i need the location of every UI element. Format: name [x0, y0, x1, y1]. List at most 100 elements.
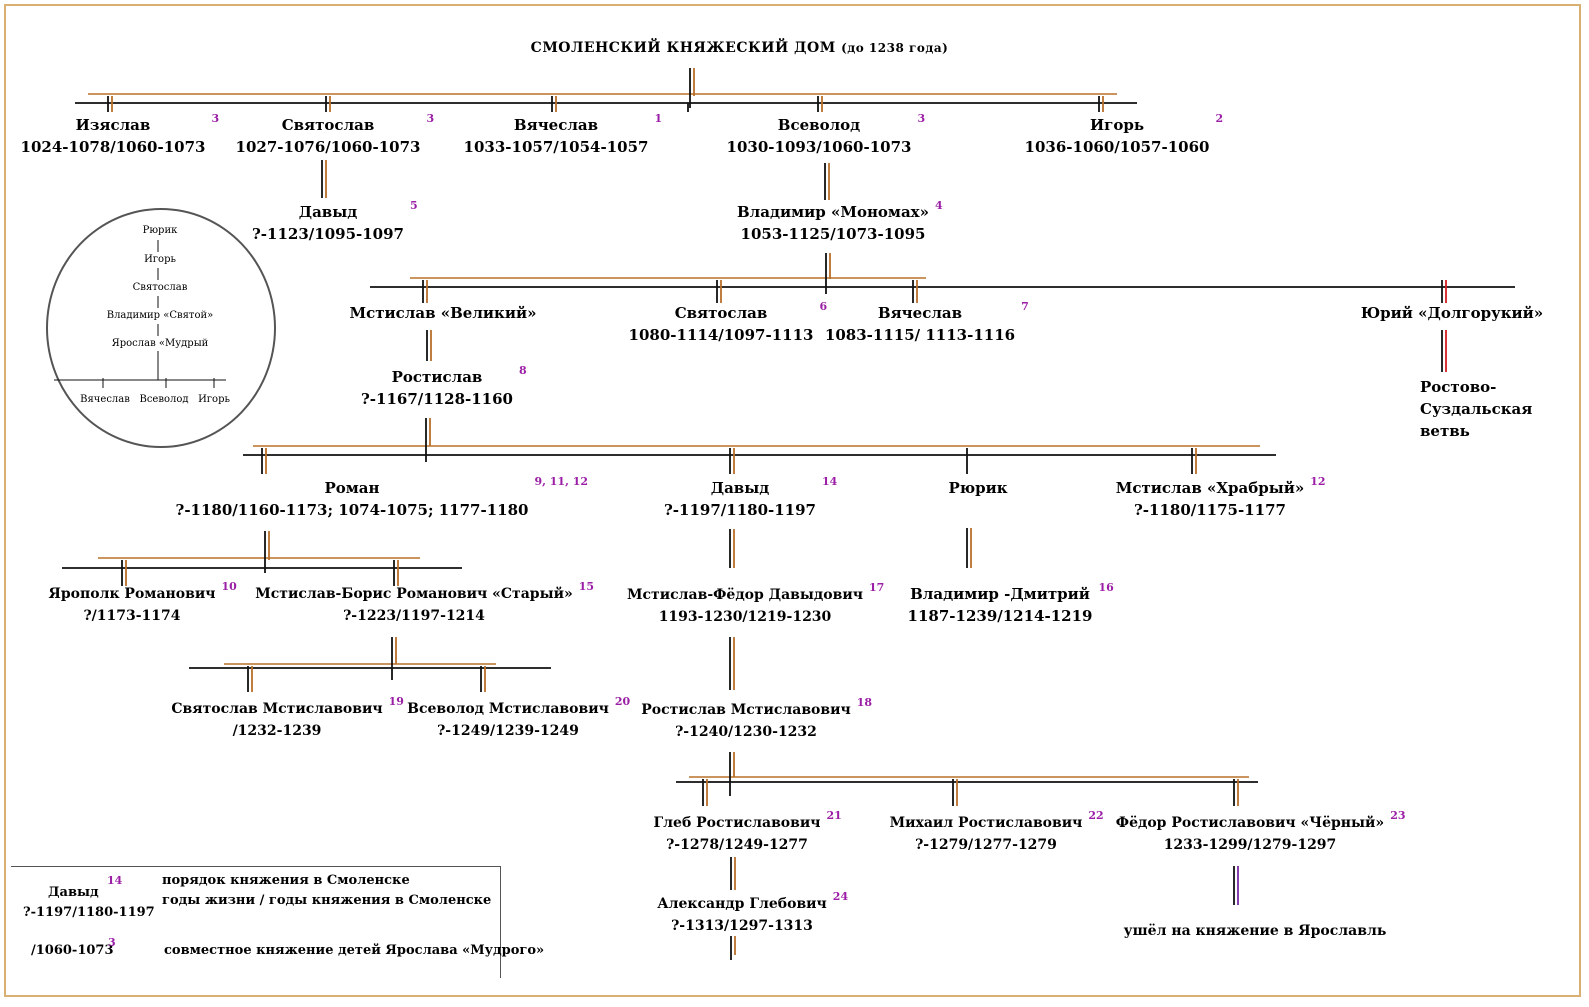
- node-name: Роман: [324, 479, 380, 497]
- reign-number: 24: [832, 890, 849, 903]
- node-dates: 1030-1093/1060-1073: [726, 138, 912, 156]
- node-dates: 1193-1230/1219-1230: [658, 609, 832, 625]
- node-name: Владимир «Мономах»: [737, 203, 929, 221]
- reign-number: 3: [426, 112, 435, 125]
- inset-ryurik: Рюрик: [142, 225, 178, 236]
- reign-number: 6: [819, 300, 828, 313]
- yaroslavl-note: ушёл на княжение в Ярославль: [1124, 919, 1387, 942]
- node-fedor: Фёдор Ростиславович «Чёрный»23 1233-1299…: [1115, 809, 1406, 856]
- legend-sample-name: Давыд: [48, 885, 99, 900]
- node-dates: ?-1197/1180-1197: [664, 501, 816, 519]
- node-name: Мстислав-Фёдор Давыдович: [627, 587, 863, 603]
- node-dates: 1187-1239/1214-1219: [907, 607, 1093, 625]
- node-mstislav-brave: Мстислав «Храбрый»12 ?-1180/1175-1177: [1115, 475, 1326, 521]
- node-dates: ?-1249/1239-1249: [437, 723, 579, 739]
- rostov-line-1: Ростово-: [1420, 378, 1497, 396]
- node-dates: 1033-1057/1054-1057: [463, 138, 649, 156]
- page-frame: [4, 4, 1581, 997]
- reign-number: 9, 11, 12: [534, 475, 589, 488]
- rostov-branch-note: Ростово- Суздальская ветвь: [1420, 376, 1532, 442]
- node-vsevolod: Всеволод 3 1030-1093/1060-1073: [726, 112, 926, 158]
- node-name: Мстислав-Борис Романович «Старый»: [255, 586, 573, 602]
- node-dates: 1083-1115/ 1113-1116: [824, 326, 1016, 344]
- node-name: Мстислав «Храбрый»: [1115, 479, 1305, 497]
- node-dates: ?/1173-1174: [83, 608, 181, 624]
- title-note: (до 1238 года): [841, 41, 949, 55]
- node-name: Михаил Ростиславович: [889, 815, 1083, 831]
- node-dates: 1024-1078/1060-1073: [20, 138, 206, 156]
- node-name: Изяслав: [75, 116, 151, 134]
- ancestry-inset: Рюрик Игорь Святослав Владимир «Святой» …: [46, 208, 276, 448]
- legend-joint-desc: совместное княжение детей Ярослава «Мудр…: [164, 943, 545, 958]
- reign-number: 3: [211, 112, 220, 125]
- node-dates: 1080-1114/1097-1113: [628, 326, 814, 344]
- node-name: Ярополк Романович: [48, 586, 216, 602]
- rostov-line-3: ветвь: [1420, 422, 1470, 440]
- node-dates: 1053-1125/1073-1095: [740, 225, 926, 243]
- node-dates: ?-1180/1160-1173; 1074-1075; 1177-1180: [175, 501, 529, 519]
- reign-number: 3: [917, 112, 926, 125]
- node-dates: 1036-1060/1057-1060: [1024, 138, 1210, 156]
- node-name: Всеволод: [777, 116, 861, 134]
- inset-vladimir: Владимир «Святой»: [106, 310, 214, 321]
- node-name: Давыд: [298, 203, 358, 221]
- node-mstislav-great: Мстислав «Великий»: [350, 302, 537, 324]
- legend-sample-number: 14: [107, 874, 123, 887]
- node-dates: 1027-1076/1060-1073: [235, 138, 421, 156]
- title-text: СМОЛЕНСКИЙ КНЯЖЕСКИЙ ДОМ: [530, 40, 836, 56]
- node-dates: 1233-1299/1279-1297: [1163, 837, 1337, 853]
- reign-number: 1: [654, 112, 663, 125]
- reign-number: 8: [518, 364, 527, 377]
- node-name: Вячеслав: [513, 116, 599, 134]
- reign-number: 18: [856, 696, 873, 709]
- reign-number: 10: [221, 580, 237, 593]
- legend-dates-desc: годы жизни / годы княжения в Смоленске: [162, 893, 492, 908]
- reign-number: 21: [826, 809, 842, 822]
- node-rostislav: Ростислав 8 ?-1167/1128-1160: [361, 364, 527, 410]
- node-name: Всеволод Мстиславович: [407, 701, 609, 717]
- yaroslavl-note-text: ушёл на княжение в Ярославль: [1123, 923, 1387, 939]
- inset-child-vsevolod: Всеволод: [139, 394, 189, 405]
- node-name: Ростислав: [391, 368, 483, 386]
- inset-child-vyacheslav: Вячеслав: [80, 394, 130, 405]
- reign-number: 7: [1021, 300, 1029, 313]
- node-name: Ростислав Мстиславович: [641, 702, 851, 718]
- node-dates: ?-1180/1175-1177: [1134, 501, 1286, 519]
- node-name: Святослав Мстиславович: [171, 701, 383, 717]
- reign-number: 17: [868, 581, 885, 594]
- legend-joint-number: 3: [108, 936, 116, 949]
- reign-number: 14: [821, 475, 838, 488]
- node-dates: ?-1167/1128-1160: [361, 390, 513, 408]
- reign-number: 5: [409, 199, 418, 212]
- node-name: Юрий «Долгорукий»: [1360, 304, 1544, 322]
- node-vyacheslav: Вячеслав 1 1033-1057/1054-1057: [463, 112, 663, 158]
- node-dates: ?-1278/1249-1277: [666, 837, 808, 853]
- inset-igor: Игорь: [144, 254, 176, 265]
- node-monomakh: Владимир «Мономах» 4 1053-1125/1073-1095: [737, 199, 943, 245]
- page-title: СМОЛЕНСКИЙ КНЯЖЕСКИЙ ДОМ (до 1238 года): [0, 40, 1479, 56]
- node-yaropolk: Ярополк Романович 10 ?/1173-1174: [48, 580, 237, 627]
- node-name: Давыд: [710, 479, 770, 497]
- reign-number: 2: [1215, 112, 1224, 125]
- node-name: Владимир -Дмитрий: [910, 585, 1090, 603]
- node-dates: ?-1240/1230-1232: [675, 724, 817, 740]
- legend-number-desc: порядок княжения в Смоленске: [162, 873, 410, 888]
- node-name: Фёдор Ростиславович «Чёрный»: [1115, 815, 1385, 831]
- inset-svyatoslav: Святослав: [132, 282, 188, 293]
- node-name: Рюрик: [948, 479, 1008, 497]
- inset-lines: [54, 240, 226, 388]
- reign-number: 4: [935, 199, 943, 212]
- reign-number: 19: [388, 695, 404, 708]
- legend-sample-dates: ?-1197/1180-1197: [23, 905, 155, 920]
- node-dates: ?-1223/1197-1214: [343, 608, 485, 624]
- node-david-2: Давыд 14 ?-1197/1180-1197: [664, 475, 837, 521]
